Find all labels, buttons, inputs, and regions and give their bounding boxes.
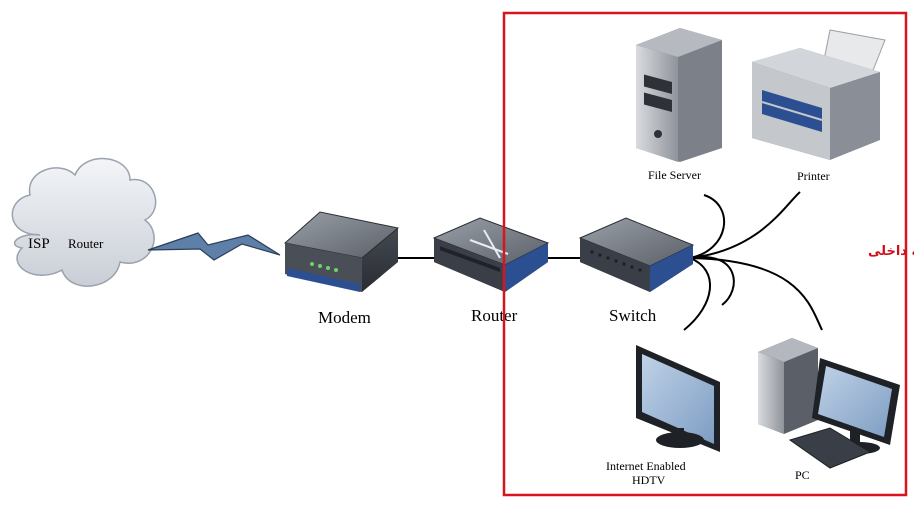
isp-label: ISP [28,236,50,252]
cable-lines [398,191,823,331]
switch-label: Switch [609,306,657,325]
switch-device [578,217,695,292]
hdtv-label-line2: HDTV [632,473,666,487]
internal-network-box [502,11,908,497]
printer-device [752,29,886,160]
internal-network-label: شبکه داخلی [868,244,914,259]
modem-label: Modem [318,308,371,327]
hdtv-device [636,345,720,452]
isp-router-label: Router [68,236,104,251]
router-label: Router [471,306,518,325]
pc-device [758,338,900,469]
modem-device [283,211,400,292]
wan-link [147,232,281,261]
router-device [432,217,550,292]
hdtv-label-line1: Internet Enabled [606,459,686,473]
file-server-label: File Server [648,168,701,182]
isp-cloud: ISP Router [11,158,157,287]
file-server-device [636,28,722,162]
pc-label: PC [795,468,810,482]
printer-label: Printer [797,169,830,183]
